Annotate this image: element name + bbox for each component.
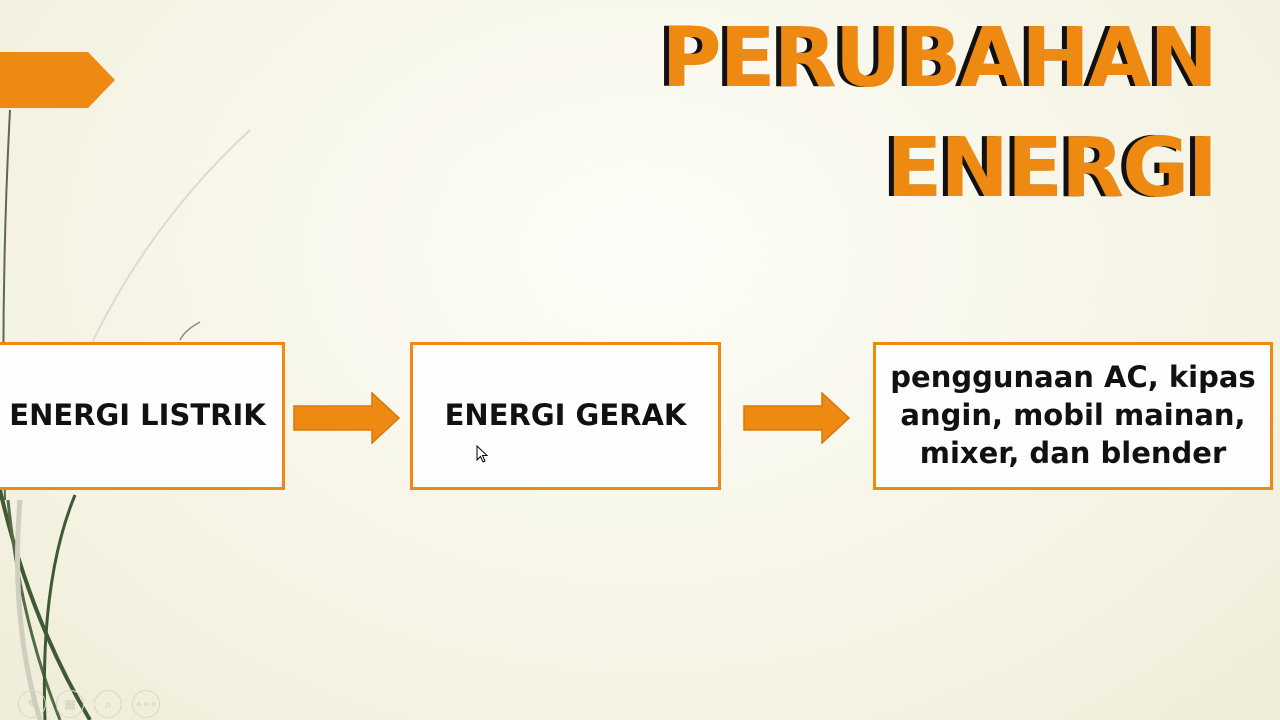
more-icon[interactable]: ∘∘∘ [132,690,160,718]
arrow-right-icon [293,392,401,444]
pen-icon[interactable]: ✎ [18,690,46,718]
arrow-right-icon [743,392,851,444]
zoom-icon[interactable]: ⌕ [94,690,122,718]
box-label: ENERGI GERAK [444,398,687,433]
slide-title-line1: PERUBAHAN [661,11,1218,106]
slide-title-line2: ENERGI [886,121,1218,216]
orange-tab-shape [0,52,115,108]
box-energi-listrik: ENERGI LISTRIK [0,342,285,490]
mouse-cursor-icon [476,445,489,463]
box-examples: penggunaan AC, kipas angin, mobil mainan… [873,342,1273,490]
box-energi-gerak: ENERGI GERAK [410,342,721,490]
box-label: penggunaan AC, kipas angin, mobil mainan… [890,360,1256,470]
slides-icon[interactable]: ▦ [56,690,84,718]
box-label: ENERGI LISTRIK [9,398,266,433]
